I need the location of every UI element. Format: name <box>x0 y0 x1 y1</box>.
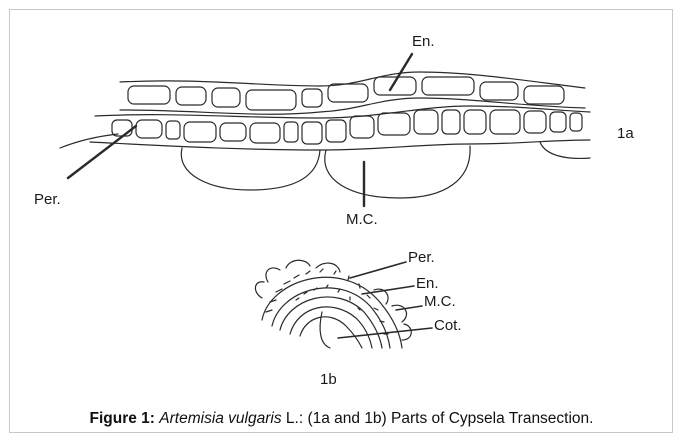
endosperm-layer-outline-bottom <box>120 98 585 114</box>
label-per-1b: Per. <box>408 249 435 266</box>
label-1a: 1a <box>617 125 634 142</box>
label-en-1b: En. <box>416 275 439 292</box>
mucilage-cell-left <box>181 148 320 190</box>
label-per-1a: Per. <box>34 191 61 208</box>
leader-per-1a <box>68 126 136 178</box>
leader-per-1b <box>350 262 406 278</box>
endosperm-layer-outline-top <box>120 72 585 88</box>
label-mc-1b: M.C. <box>424 293 456 310</box>
figure-caption: Figure 1: Artemisia vulgaris L.: (1a and… <box>0 410 683 428</box>
caption-species: Artemisia vulgaris <box>159 410 281 427</box>
label-cot-1b: Cot. <box>434 317 462 334</box>
leader-en-1b <box>362 286 414 294</box>
caption-text: L.: (1a and 1b) Parts of Cypsela Transec… <box>282 410 594 427</box>
label-en-1a: En. <box>412 33 435 50</box>
mucilage-cell-right <box>325 146 470 198</box>
mucilage-cell-edge <box>540 142 590 158</box>
pericarp-layer-outline-top <box>95 106 590 118</box>
cypsela-section-1b <box>255 260 411 348</box>
label-1b: 1b <box>320 371 337 388</box>
caption-prefix: Figure 1: <box>90 410 155 427</box>
endosperm-cells <box>128 77 564 110</box>
leader-mc-1b <box>396 306 422 310</box>
label-mc-1a: M.C. <box>346 211 378 228</box>
